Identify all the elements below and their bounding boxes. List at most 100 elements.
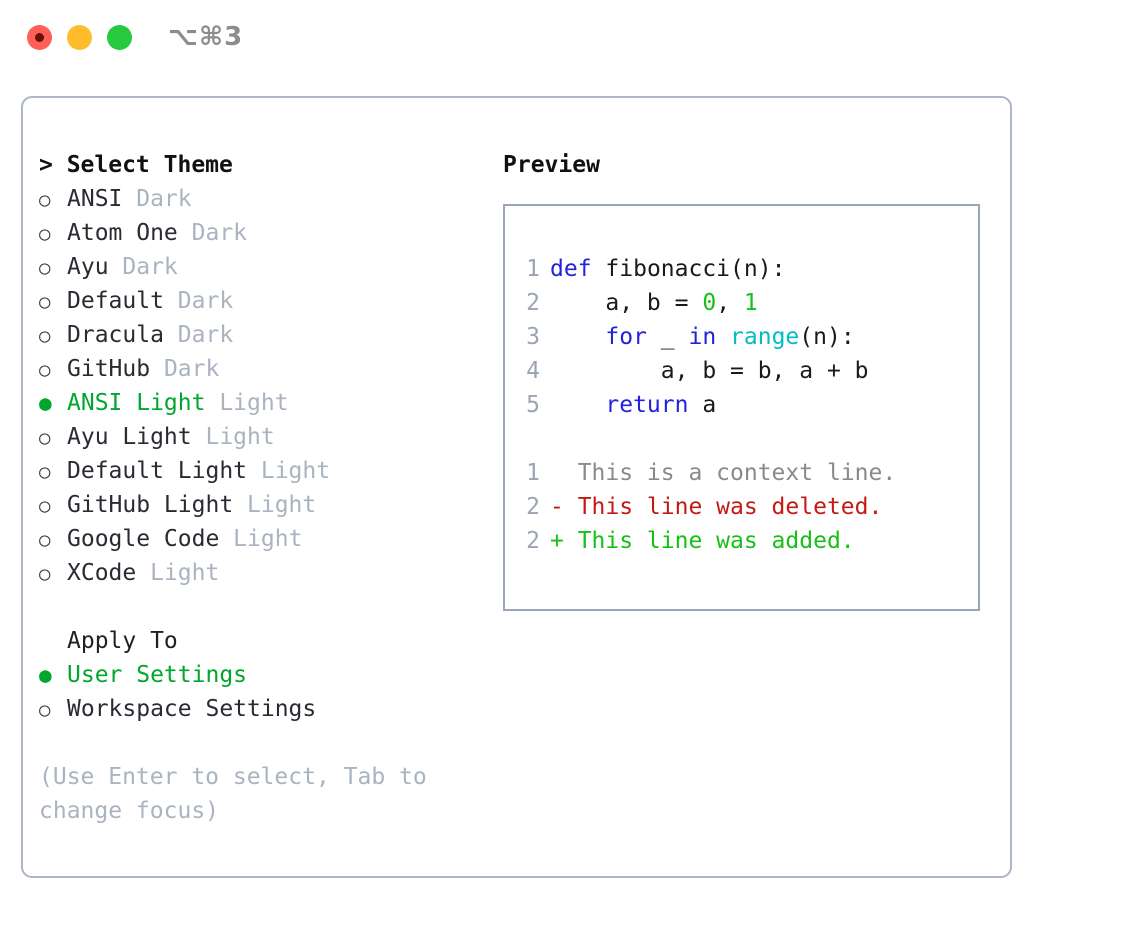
option-label: Default bbox=[67, 288, 164, 314]
keyboard-hint: (Use Enter to select, Tab to change focu… bbox=[39, 764, 441, 824]
code-text: return a bbox=[550, 388, 716, 422]
option-label: XCode bbox=[67, 560, 137, 586]
option-label: ANSI Light bbox=[67, 390, 206, 416]
option-label: Workspace Settings bbox=[67, 696, 317, 722]
radio-unselected-icon: ○ bbox=[39, 461, 51, 483]
maximize-button[interactable] bbox=[107, 25, 132, 50]
token-kw: def bbox=[550, 256, 592, 282]
radio-unselected-icon: ○ bbox=[39, 291, 51, 313]
option-badge: Light bbox=[191, 424, 275, 450]
option-badge: Light bbox=[233, 492, 317, 518]
line-number: 1 bbox=[526, 256, 540, 282]
token-name: fibonacci bbox=[605, 256, 731, 282]
theme-option-3[interactable]: ○Default Dark bbox=[39, 284, 489, 318]
code-line: 3 for _ in range(n): bbox=[516, 320, 971, 354]
diff-text-ctx: This is a context line. bbox=[550, 460, 897, 486]
radio-unselected-icon: ○ bbox=[39, 699, 51, 721]
radio-unselected-icon: ○ bbox=[39, 427, 51, 449]
option-badge: Dark bbox=[108, 254, 178, 280]
close-button[interactable] bbox=[27, 25, 52, 50]
theme-picker-column: > Select Theme ○ANSI Dark○Atom One Dark○… bbox=[39, 148, 489, 828]
radio-unselected-icon: ○ bbox=[39, 563, 51, 585]
apply-to-option-list: ● User Settings ○ Workspace Settings bbox=[39, 658, 489, 726]
option-label: Dracula bbox=[67, 322, 164, 348]
theme-option-10[interactable]: ○Google Code Light bbox=[39, 522, 489, 556]
apply-option-1[interactable]: ○ Workspace Settings bbox=[39, 692, 489, 726]
token-plain bbox=[716, 324, 730, 350]
code-text: def fibonacci(n): bbox=[550, 252, 785, 286]
theme-option-0[interactable]: ○ANSI Dark bbox=[39, 182, 489, 216]
option-label: Ayu bbox=[67, 254, 109, 280]
code-line: 1 def fibonacci(n): bbox=[516, 252, 971, 286]
code-line: 4 a, b = b, a + b bbox=[516, 354, 971, 388]
theme-option-9[interactable]: ○ GitHub Light Light bbox=[39, 488, 489, 522]
code-text: a, b = 0, 1 bbox=[550, 286, 758, 320]
option-badge: Dark bbox=[122, 186, 192, 212]
token-num: 1 bbox=[743, 290, 758, 316]
code-text: a, b = b, a + b bbox=[550, 354, 869, 388]
token-plain: a bbox=[688, 392, 717, 418]
token-kw: in bbox=[688, 324, 717, 350]
theme-option-2[interactable]: ○Ayu Dark bbox=[39, 250, 489, 284]
option-badge: Dark bbox=[163, 322, 234, 348]
token-plain: , bbox=[716, 290, 744, 316]
apply-to-header: Apply To bbox=[67, 628, 178, 654]
line-number: 5 bbox=[526, 392, 540, 418]
token-plain bbox=[592, 256, 606, 282]
option-label: GitHub Light bbox=[67, 492, 234, 518]
token-plain: a, b = b, a + b bbox=[550, 358, 869, 384]
diff-line: 2 - This line was deleted. bbox=[516, 490, 971, 524]
theme-option-7[interactable]: ○ Ayu Light Light bbox=[39, 420, 489, 454]
option-badge: Dark bbox=[150, 356, 220, 382]
apply-option-0[interactable]: ● User Settings bbox=[39, 658, 489, 692]
option-label: GitHub bbox=[67, 356, 151, 382]
code-line: 2 a, b = 0, 1 bbox=[516, 286, 971, 320]
option-label: User Settings bbox=[67, 662, 248, 688]
title-bar: ⌥⌘3 bbox=[0, 0, 1140, 78]
option-label: Default Light bbox=[67, 458, 248, 484]
radio-unselected-icon: ○ bbox=[39, 223, 51, 245]
token-kw: for bbox=[605, 324, 647, 350]
theme-option-8[interactable]: ○Default Light Light bbox=[39, 454, 489, 488]
spacer bbox=[516, 422, 971, 456]
spacer bbox=[39, 590, 489, 624]
option-badge: Dark bbox=[177, 220, 248, 246]
window-title-shortcut: ⌥⌘3 bbox=[168, 22, 244, 52]
theme-option-4[interactable]: ○ Dracula Dark bbox=[39, 318, 489, 352]
line-number: 1 bbox=[526, 460, 540, 486]
diff-line: 1 This is a context line. bbox=[516, 456, 971, 490]
token-kw: return bbox=[605, 392, 689, 418]
theme-option-6[interactable]: ●ANSI Light Light bbox=[39, 386, 489, 420]
radio-unselected-icon: ○ bbox=[39, 325, 51, 347]
line-number: 2 bbox=[526, 494, 540, 520]
theme-option-5[interactable]: ○GitHub Dark bbox=[39, 352, 489, 386]
option-badge: Light bbox=[219, 526, 303, 552]
option-badge: Light bbox=[136, 560, 220, 586]
minimize-button[interactable] bbox=[67, 25, 92, 50]
window-controls bbox=[27, 25, 132, 50]
option-badge: Light bbox=[205, 390, 289, 416]
option-label: Ayu Light bbox=[67, 424, 192, 450]
select-theme-header: > Select Theme bbox=[39, 152, 233, 178]
theme-option-1[interactable]: ○Atom One Dark bbox=[39, 216, 489, 250]
theme-option-list: ○ANSI Dark○Atom One Dark○Ayu Dark○Defaul… bbox=[39, 182, 489, 590]
main-panel: > Select Theme ○ANSI Dark○Atom One Dark○… bbox=[21, 96, 1012, 878]
token-num: 0 bbox=[702, 290, 717, 316]
line-number: 4 bbox=[526, 358, 540, 384]
token-plain: (n): bbox=[799, 324, 855, 350]
radio-unselected-icon: ○ bbox=[39, 495, 51, 517]
theme-option-11[interactable]: ○ XCode Light bbox=[39, 556, 489, 590]
code-line: 5 return a bbox=[516, 388, 971, 422]
token-plain: a, b = bbox=[550, 290, 703, 316]
token-fn: range bbox=[730, 324, 800, 350]
token-plain bbox=[550, 324, 605, 350]
diff-text-del: - This line was deleted. bbox=[550, 494, 883, 520]
token-plain: (n): bbox=[730, 256, 786, 282]
token-plain: _ bbox=[646, 324, 689, 350]
radio-unselected-icon: ○ bbox=[39, 529, 51, 551]
radio-selected-icon: ● bbox=[39, 663, 52, 687]
